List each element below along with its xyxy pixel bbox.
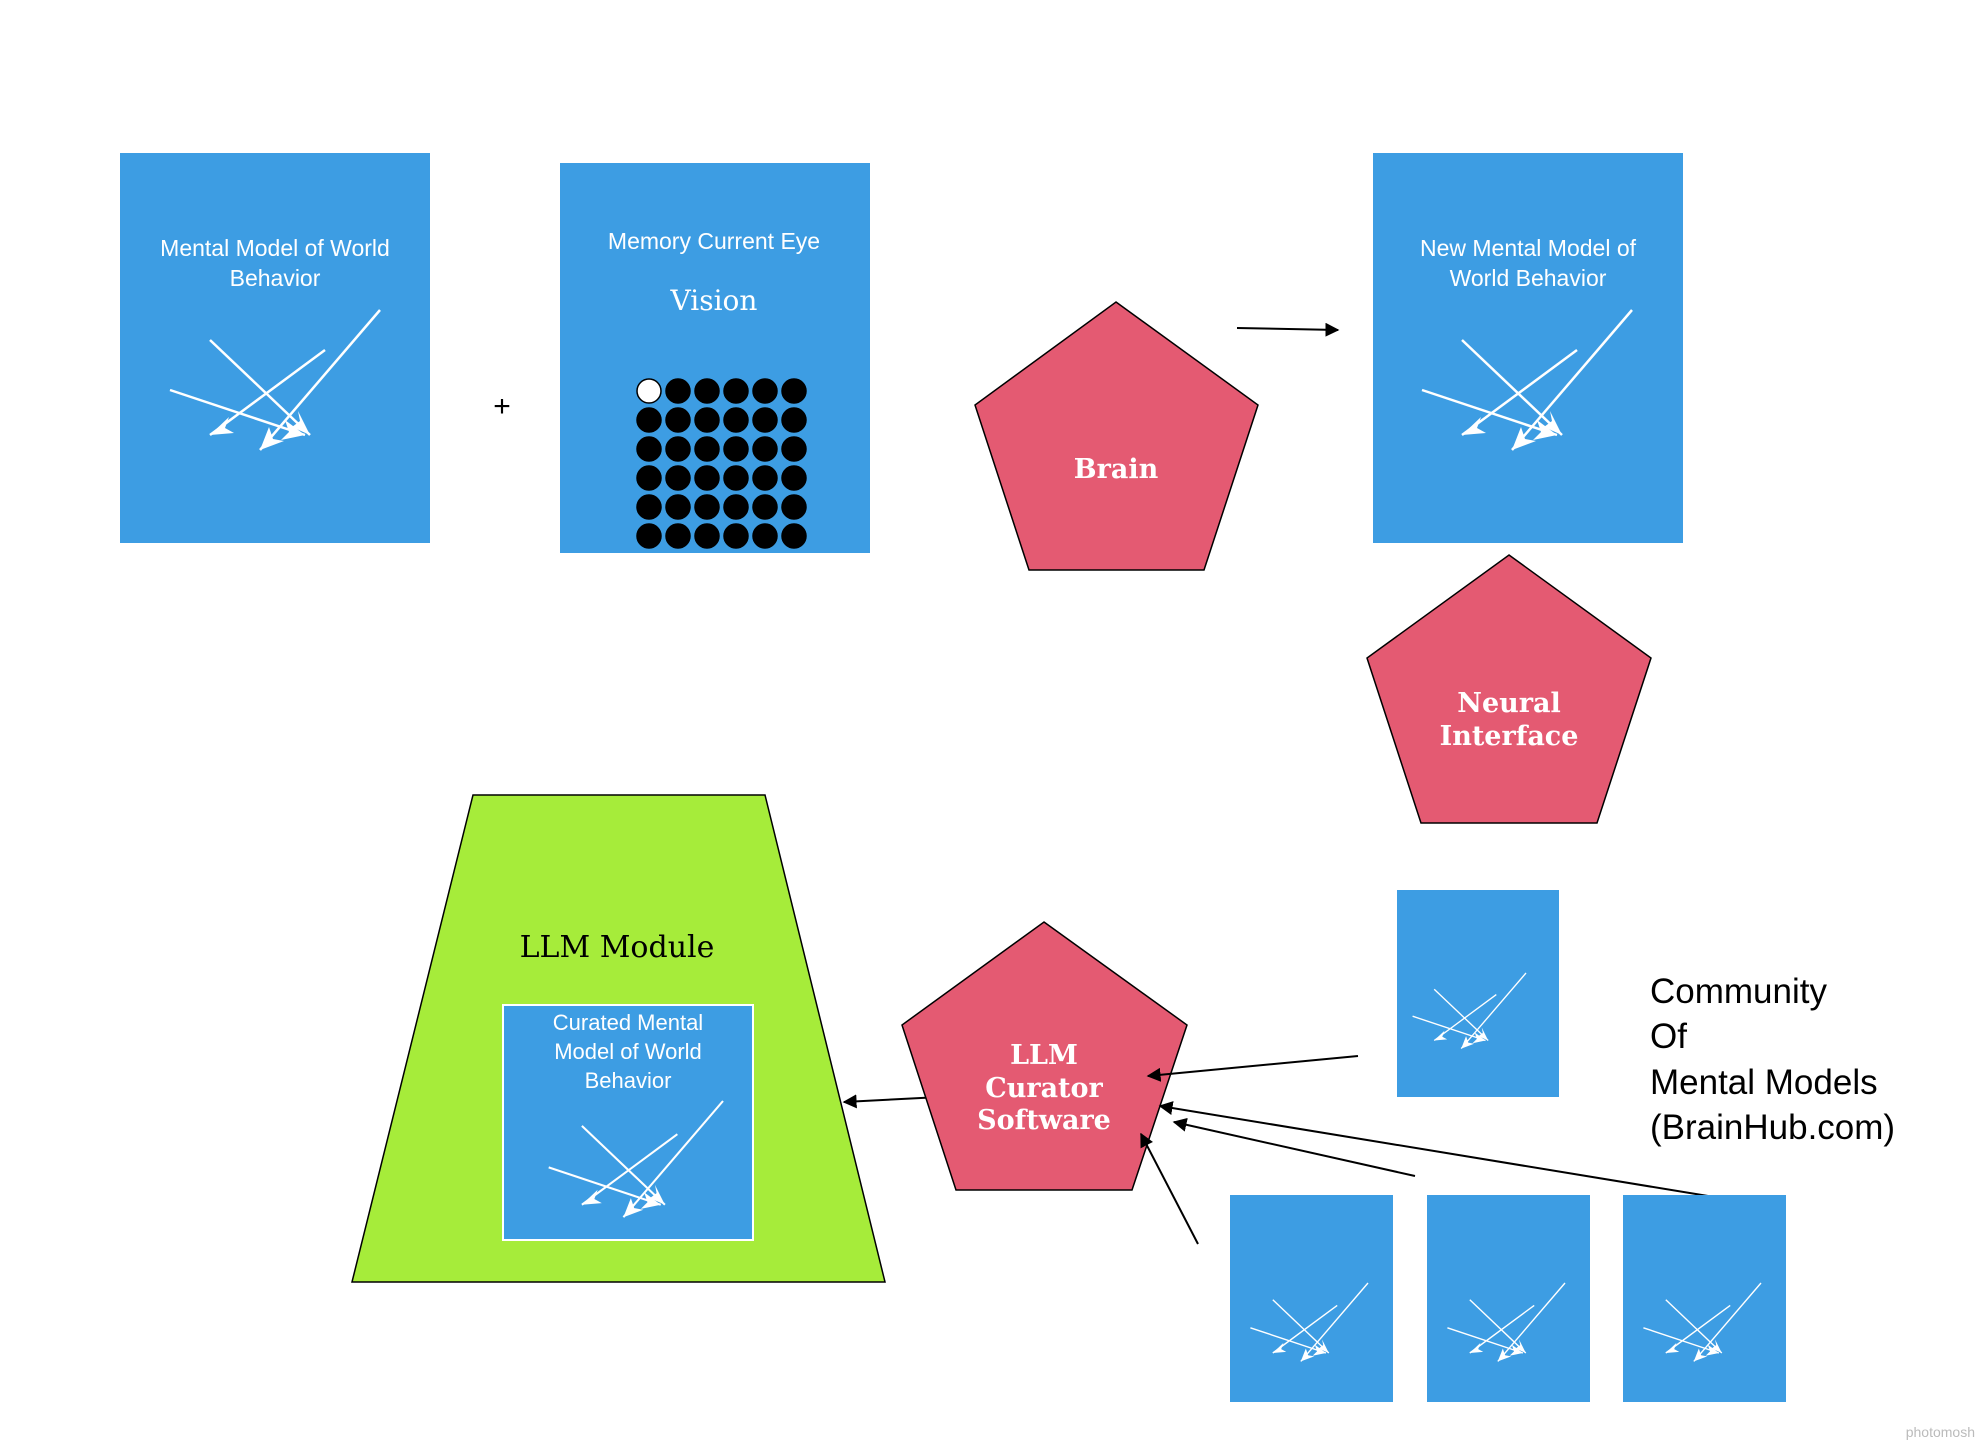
- vision-dot: [636, 494, 662, 520]
- vision-dot: [781, 436, 807, 462]
- vision-dot: [636, 407, 662, 433]
- community-model-card[interactable]: [1230, 1195, 1393, 1402]
- vision-dot: [665, 407, 691, 433]
- community-model-box: [1623, 1195, 1786, 1402]
- vision-dot: [694, 407, 720, 433]
- llm-curator-pentagon: [901, 921, 1188, 1191]
- vision-dot: [723, 494, 749, 520]
- brain-node[interactable]: Brain: [974, 301, 1259, 571]
- vision-dot: [723, 407, 749, 433]
- community-arrow-4: [1140, 1132, 1199, 1245]
- vision-dot: [694, 523, 720, 549]
- watermark: photomosh: [1906, 1424, 1975, 1440]
- community-model-card[interactable]: [1623, 1195, 1786, 1402]
- vision-dot: [752, 378, 778, 404]
- community-model-box: [1427, 1195, 1590, 1402]
- vision-dot: [636, 465, 662, 491]
- plus-sign: +: [493, 390, 511, 423]
- mental-model-box: [120, 153, 430, 543]
- vision-dot: [694, 378, 720, 404]
- community-line4: (BrainHub.com): [1650, 1108, 1895, 1147]
- vision-dot: [781, 407, 807, 433]
- vision-dot: [636, 523, 662, 549]
- community-arrow-3: [1172, 1117, 1416, 1177]
- vision-dot: [723, 436, 749, 462]
- community-model-box: [1230, 1195, 1393, 1402]
- vision-dot: [636, 436, 662, 462]
- llm-curator-node[interactable]: LLM Curator Software: [901, 921, 1188, 1191]
- vision-dot: [752, 494, 778, 520]
- vision-dot: [665, 465, 691, 491]
- community-arrow-2: [1158, 1101, 1709, 1197]
- brain-pentagon: [974, 301, 1259, 571]
- vision-dot: [752, 523, 778, 549]
- vision-dot: [694, 465, 720, 491]
- community-model-card[interactable]: [1397, 890, 1559, 1097]
- community-caption: Community Of Mental Models (BrainHub.com…: [1650, 972, 1895, 1147]
- vision-dot: [752, 436, 778, 462]
- vision-dot-highlighted: [636, 378, 662, 404]
- brain-to-new-model-arrow: [1236, 322, 1340, 337]
- vision-dot: [723, 523, 749, 549]
- vision-dot: [723, 378, 749, 404]
- memory-vision-card[interactable]: Memory Current Eye Vision: [560, 163, 870, 553]
- vision-dot: [781, 523, 807, 549]
- vision-dot: [723, 465, 749, 491]
- community-arrow-1: [1146, 1055, 1359, 1082]
- community-line2: Of: [1650, 1017, 1687, 1056]
- vision-dot: [665, 494, 691, 520]
- vision-dot: [665, 378, 691, 404]
- memory-vision-box: [560, 163, 870, 553]
- community-line3: Mental Models: [1650, 1063, 1878, 1102]
- neural-interface-node[interactable]: Neural Interface: [1366, 554, 1652, 824]
- vision-dot: [752, 465, 778, 491]
- curated-model-box: [502, 1004, 754, 1241]
- curated-model-card[interactable]: Curated Mental Model of World Behavior: [502, 1004, 754, 1241]
- community-model-card[interactable]: [1427, 1195, 1590, 1402]
- community-model-box: [1397, 890, 1559, 1097]
- vision-dot: [781, 494, 807, 520]
- vision-dot: [752, 407, 778, 433]
- vision-dot: [694, 494, 720, 520]
- new-mental-model-box: [1373, 153, 1683, 543]
- llm-module[interactable]: LLM Module Curated Mental Model of World…: [351, 794, 886, 1283]
- neural-interface-pentagon: [1366, 554, 1652, 824]
- mental-model-card[interactable]: Mental Model of World Behavior: [120, 153, 430, 543]
- vision-dot: [694, 436, 720, 462]
- community-line1: Community: [1650, 972, 1827, 1011]
- vision-dot-grid: [636, 378, 807, 549]
- vision-dot: [781, 465, 807, 491]
- new-mental-model-card[interactable]: New Mental Model of World Behavior: [1373, 153, 1683, 543]
- vision-dot: [665, 523, 691, 549]
- vision-dot: [781, 378, 807, 404]
- vision-dot: [665, 436, 691, 462]
